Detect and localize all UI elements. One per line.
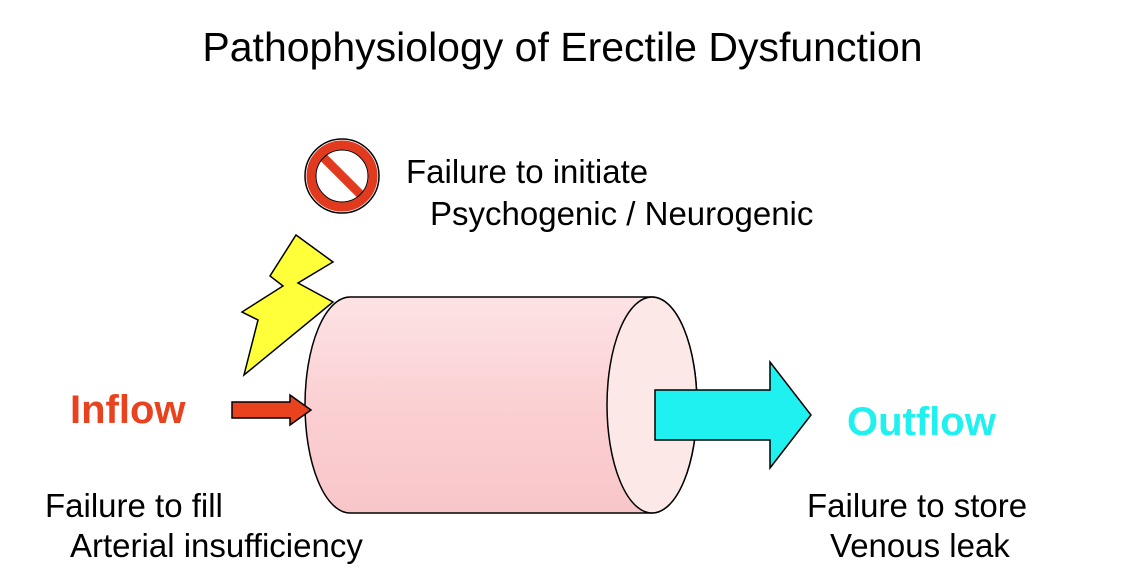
prohibition-icon [304, 138, 380, 214]
outflow-label: Outflow [847, 400, 996, 444]
inflow-label: Inflow [70, 388, 186, 432]
page-title: Pathophysiology of Erectile Dysfunction [202, 24, 923, 70]
outflow-arrow [654, 359, 812, 471]
outflow-cause: Venous leak [830, 527, 1010, 564]
inflow-arrow [231, 393, 313, 427]
outflow-heading: Failure to store [807, 487, 1028, 524]
initiate-heading: Failure to initiate [406, 153, 649, 190]
inflow-heading: Failure to fill [45, 487, 223, 524]
cylinder [304, 296, 698, 514]
inflow-cause: Arterial insufficiency [70, 527, 363, 564]
initiate-cause: Psychogenic / Neurogenic [430, 195, 814, 232]
lightning-bolt-icon [240, 233, 335, 378]
